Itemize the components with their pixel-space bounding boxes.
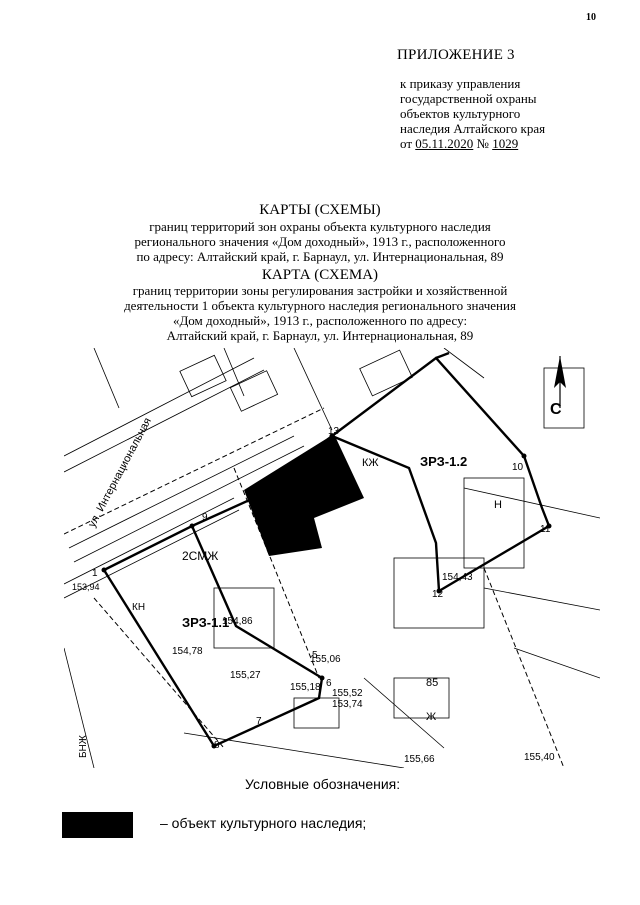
heritage-object [244, 434, 364, 556]
legend-title: Условные обозначения: [245, 776, 401, 792]
heading-2-title: КАРТА (СХЕМА) [261, 267, 379, 283]
height-15443: 154,43 [442, 572, 473, 583]
point-13: 13 [328, 426, 340, 437]
label-n: Н [494, 499, 502, 511]
label-kzh: КЖ [362, 457, 379, 469]
legend-heritage-label: – объект культурного наследия; [160, 815, 367, 831]
street-label: ул. Интернациональная [86, 416, 154, 530]
north-arrow-icon [554, 356, 566, 408]
order-line-3: объектов культурного [400, 106, 521, 121]
order-date: 05.11.2020 [415, 136, 474, 151]
legend-heritage-swatch [62, 812, 133, 838]
zone-map: С ул. Интернациональная ЗРЗ-1.1 ЗРЗ-1.2 … [64, 348, 600, 768]
order-date-prefix: от [400, 136, 413, 151]
building-85: 85 [426, 677, 438, 689]
appendix-order-block: к приказу управления государственной охр… [400, 76, 545, 151]
point-11: 11 [540, 524, 551, 535]
point-5: 5 [312, 650, 318, 661]
map-background-lines [64, 348, 600, 768]
height-15540: 155,40 [524, 752, 555, 763]
building-2smzh: 2СМЖ [182, 549, 218, 563]
appendix-title: ПРИЛОЖЕНИЕ 3 [397, 47, 515, 63]
point-10: 10 [512, 462, 524, 473]
label-bnzh: БНЖ [78, 734, 89, 758]
heading-2-line-1: границ территории зоны регулирования зас… [132, 283, 508, 298]
order-date-line: от 05.11.2020 № 1029 [400, 136, 545, 151]
page-number: 10 [586, 12, 596, 23]
height-15527: 155,27 [230, 670, 261, 681]
boundary-points [101, 433, 552, 749]
height-15552: 155,52 [332, 688, 363, 699]
heading-2-line-2: деятельности 1 объекта культурного насле… [124, 298, 516, 313]
point-1: 1 [92, 568, 98, 579]
point-6: 6 [326, 678, 332, 689]
point-7: 7 [256, 716, 262, 727]
height-15394: 153,94 [72, 582, 100, 592]
heading-2-subtitle: границ территории зоны регулирования зас… [0, 283, 640, 343]
order-line-2: государственной охраны [400, 91, 537, 106]
north-label: С [550, 401, 562, 418]
order-line-1: к приказу управления [400, 76, 521, 91]
heading-2-line-4: Алтайский край, г. Барнаул, ул. Интернац… [166, 328, 474, 343]
height-15566: 155,66 [404, 754, 435, 765]
order-number-sign: № [476, 136, 489, 151]
heading-1-title: КАРТЫ (СХЕМЫ) [259, 202, 381, 218]
heading-1-line-3: по адресу: Алтайский край, г. Барнаул, у… [136, 249, 504, 264]
order-number: 1029 [492, 136, 519, 151]
label-zh: Ж [426, 711, 436, 723]
height-15478: 154,78 [172, 646, 203, 657]
zone-label-2: ЗРЗ-1.2 [420, 454, 467, 469]
label-kn: КН [132, 602, 145, 613]
heading-1-line-2: регионального значения «Дом доходный», 1… [134, 234, 506, 249]
point-8: 8 [214, 740, 220, 751]
height-15506: 155,06 [310, 654, 341, 665]
point-12: 12 [432, 589, 444, 600]
height-15486: 154,86 [222, 616, 253, 627]
height-15374: 153,74 [332, 699, 363, 710]
heading-1-line-1: границ территорий зон охраны объекта кул… [149, 219, 491, 234]
order-line-4: наследия Алтайского края [400, 121, 546, 136]
point-9: 9 [202, 512, 208, 523]
map-dashed-lines [64, 407, 565, 768]
heading-1-subtitle: границ территорий зон охраны объекта кул… [0, 219, 640, 264]
heading-2-line-3: «Дом доходный», 1913 г., расположенного … [172, 313, 468, 328]
zone-label-1: ЗРЗ-1.1 [182, 615, 229, 630]
height-15518: 155,18 [290, 682, 321, 693]
